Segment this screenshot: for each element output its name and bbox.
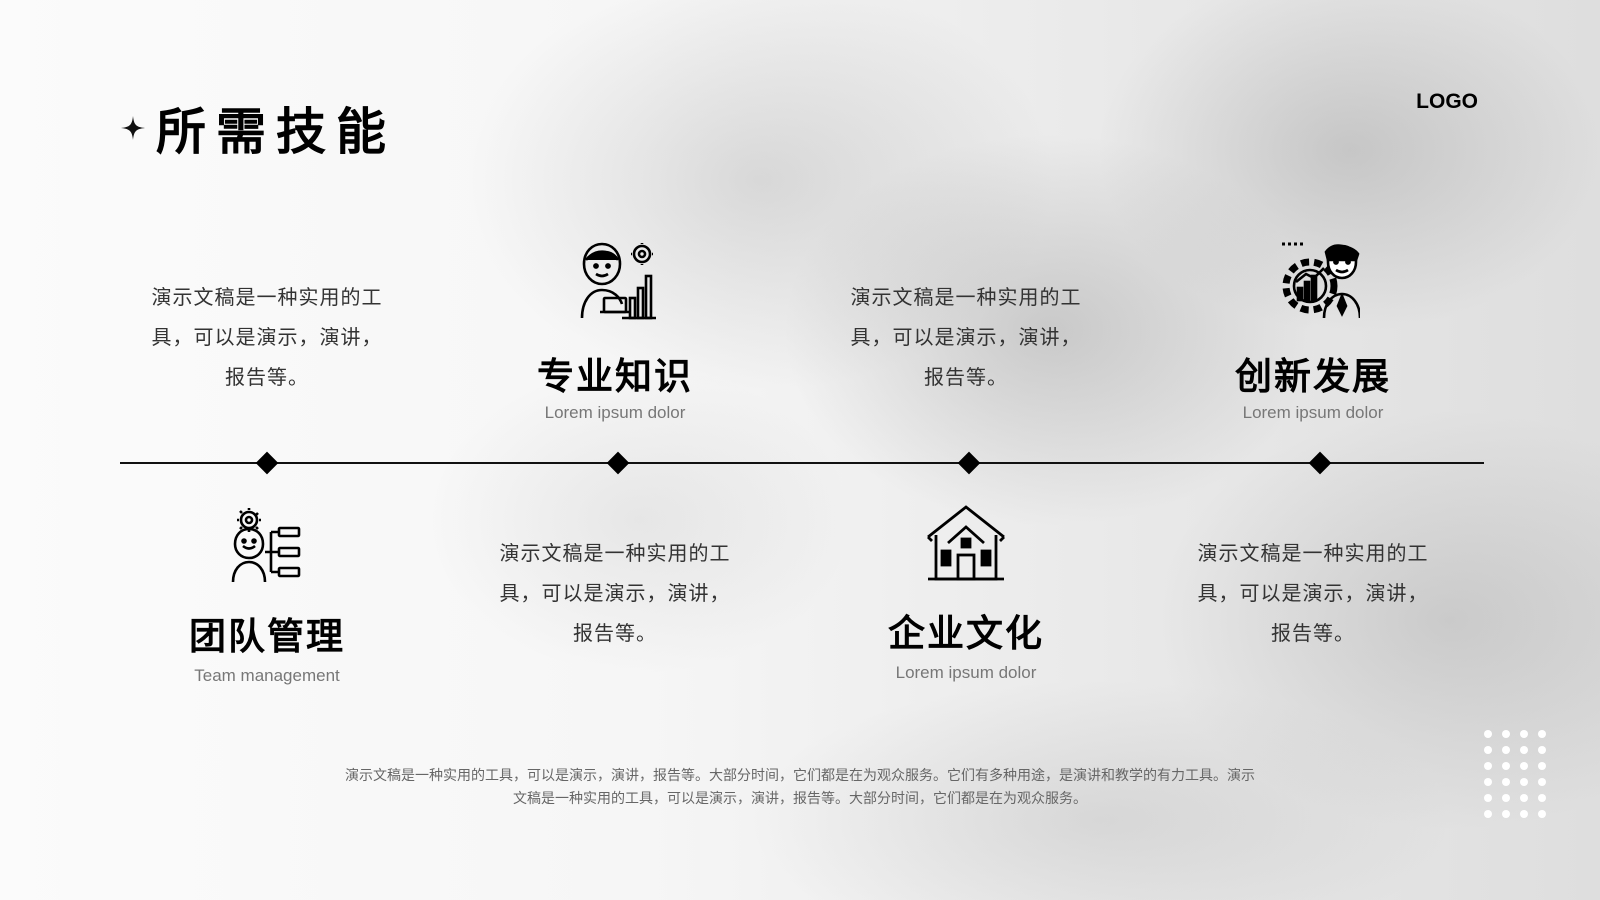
footer-paragraph: 演示文稿是一种实用的工具，可以是演示，演讲，报告等。大部分时间，它们都是在为观众… xyxy=(345,768,1255,807)
title-block: 所需技能 xyxy=(120,92,396,164)
gear-person-chart-icon xyxy=(1280,242,1362,322)
skill-description: 演示文稿是一种实用的工具，可以是演示，演讲，报告等。 xyxy=(151,285,383,389)
sparkle-icon xyxy=(121,116,145,140)
timeline-line xyxy=(120,462,1484,464)
page-title: 所需技能 xyxy=(156,103,396,161)
logo: LOGO xyxy=(1416,90,1478,113)
skill-heading: 团队管理 xyxy=(189,615,345,658)
skill-subtitle: Lorem ipsum dolor xyxy=(895,663,1037,682)
skill-description: 演示文稿是一种实用的工具，可以是演示，演讲，报告等。 xyxy=(850,285,1082,389)
skill-subtitle: Lorem ipsum dolor xyxy=(544,403,686,422)
house-icon xyxy=(926,503,1006,583)
skill-heading: 企业文化 xyxy=(888,612,1044,655)
person-hierarchy-icon xyxy=(227,506,307,586)
skill-subtitle: Lorem ipsum dolor xyxy=(1242,403,1384,422)
skill-subtitle: Team management xyxy=(194,666,340,685)
skill-heading: 专业知识 xyxy=(537,355,693,398)
dot-grid-decoration xyxy=(1484,730,1546,818)
skill-description: 演示文稿是一种实用的工具，可以是演示，演讲，报告等。 xyxy=(1197,541,1429,645)
skill-description: 演示文稿是一种实用的工具，可以是演示，演讲，报告等。 xyxy=(499,541,731,645)
skill-heading: 创新发展 xyxy=(1235,355,1391,398)
person-growth-chart-icon xyxy=(578,242,658,322)
